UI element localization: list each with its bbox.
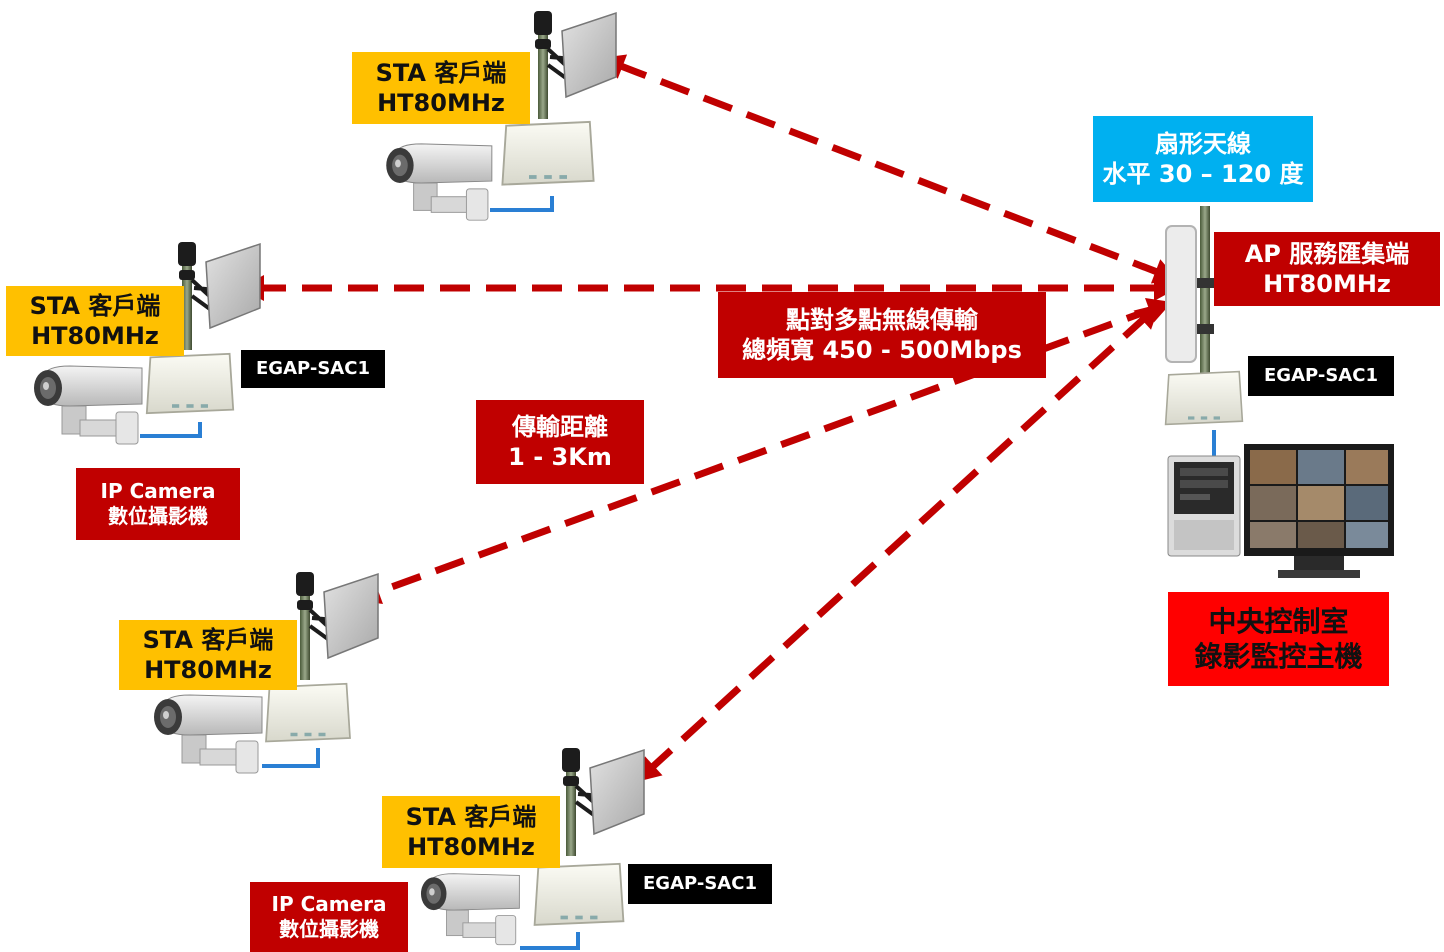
ap-model-label: EGAP-SAC1 <box>1248 356 1394 396</box>
sta-2-label: STA 客戶端 HT80MHz <box>6 286 184 356</box>
sta-2-camera <box>30 362 150 452</box>
sta-2-label-line2: HT80MHz <box>31 322 159 350</box>
sta-4-radio-box <box>528 862 630 936</box>
distance-line1: 傳輸距離 <box>512 413 608 441</box>
radio-box-icon <box>147 354 233 413</box>
link-info-label: 點對多點無線傳輸 總頻寬 450 - 500Mbps <box>718 292 1046 378</box>
sta-3-label-line1: STA 客戶端 <box>142 626 274 654</box>
sta-1-antenna <box>524 8 624 120</box>
sta-3-antenna <box>286 560 386 690</box>
ap-label-line1: AP 服務匯集端 <box>1244 240 1410 268</box>
radio-box-icon <box>502 122 593 185</box>
ip-camera-icon <box>421 874 519 945</box>
link-sta-4 <box>646 313 1150 773</box>
sta-4-antenna <box>552 736 652 866</box>
sta-2-radio-box <box>140 352 240 424</box>
link-sta-4-arrow-ap <box>1133 304 1160 330</box>
sta-4-label-line1: STA 客戶端 <box>405 803 537 831</box>
sector-antenna-label: 扇形天線 水平 30 – 120 度 <box>1093 116 1313 202</box>
radio-box-icon <box>1166 372 1243 425</box>
monitor-icon <box>1244 444 1394 578</box>
sta-4-camera-line2: 數位攝影機 <box>279 917 379 941</box>
radio-box-icon <box>535 864 624 925</box>
link-info-line2: 總頻寬 450 - 500Mbps <box>742 336 1022 364</box>
panel-antenna-icon <box>178 242 260 350</box>
sta-1-camera <box>382 140 500 228</box>
sta-1-radio-box <box>492 120 604 196</box>
sta-2-label-line1: STA 客戶端 <box>29 292 161 320</box>
sta-2-model-label: EGAP-SAC1 <box>241 350 385 388</box>
sta-3-radio-box <box>258 682 358 752</box>
sta-2-model-text: EGAP-SAC1 <box>256 357 370 379</box>
panel-antenna-icon <box>296 572 378 680</box>
sector-antenna-icon <box>1165 225 1197 363</box>
ap-model-text: EGAP-SAC1 <box>1264 364 1378 386</box>
sta-4-label: STA 客戶端 HT80MHz <box>382 796 560 868</box>
ap-radio-box <box>1156 370 1252 434</box>
link-sta-1 <box>615 61 1163 277</box>
ip-camera-icon <box>154 695 262 773</box>
distance-line2: 1 - 3Km <box>508 443 612 471</box>
sta-1-label-line2: HT80MHz <box>377 89 505 117</box>
link-info-line1: 點對多點無線傳輸 <box>786 306 978 334</box>
sta-4-camera-label: IP Camera 數位攝影機 <box>250 882 408 952</box>
ap-label: AP 服務匯集端 HT80MHz <box>1214 232 1440 306</box>
monitor <box>1242 442 1396 580</box>
radio-box-icon <box>266 684 350 742</box>
ap-cable <box>1204 430 1224 460</box>
control-room-label: 中央控制室 錄影監控主機 <box>1168 592 1389 686</box>
control-room-line2: 錄影監控主機 <box>1194 640 1363 673</box>
sta-1-label: STA 客戶端 HT80MHz <box>352 52 530 124</box>
panel-antenna-icon <box>562 748 644 856</box>
sta-1-label-line1: STA 客戶端 <box>375 59 507 87</box>
sta-3-label: STA 客戶端 HT80MHz <box>119 620 297 690</box>
sta-2-camera-label: IP Camera 數位攝影機 <box>76 468 240 540</box>
sta-4-camera <box>412 870 532 952</box>
pc-tower <box>1166 454 1242 558</box>
sector-antenna-line2: 水平 30 – 120 度 <box>1102 160 1304 188</box>
panel-antenna-icon <box>534 11 616 119</box>
sta-3-camera <box>150 690 270 782</box>
ap-sector-antenna <box>1162 206 1226 380</box>
ip-camera-icon <box>386 144 492 220</box>
sta-4-model-label: EGAP-SAC1 <box>628 864 772 904</box>
sta-4-camera-line1: IP Camera <box>271 892 387 916</box>
sta-4-model-text: EGAP-SAC1 <box>643 872 757 894</box>
sta-2-camera-line2: 數位攝影機 <box>108 504 208 528</box>
pc-tower-icon <box>1167 455 1241 557</box>
ip-camera-icon <box>34 366 142 444</box>
ap-label-line2: HT80MHz <box>1263 270 1391 298</box>
distance-label: 傳輸距離 1 - 3Km <box>476 400 644 484</box>
sta-2-camera-line1: IP Camera <box>100 479 216 503</box>
sector-antenna-line1: 扇形天線 <box>1155 130 1251 158</box>
sta-4-label-line2: HT80MHz <box>407 833 535 861</box>
sta-3-label-line2: HT80MHz <box>144 656 272 684</box>
control-room-line1: 中央控制室 <box>1208 605 1349 638</box>
